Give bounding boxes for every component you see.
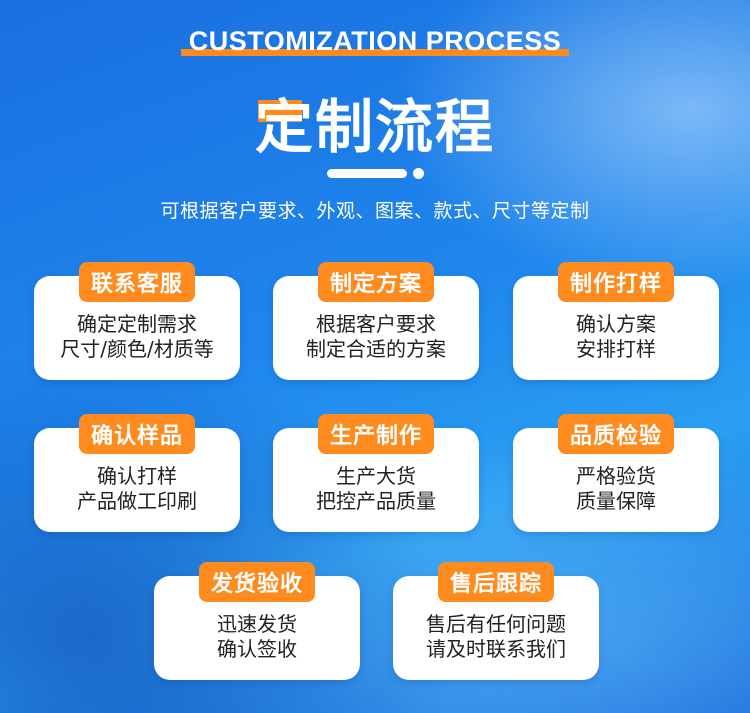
english-subtitle-text: CUSTOMIZATION PROCESS xyxy=(184,26,566,57)
step-body: 确定定制需求 尺寸/颜色/材质等 xyxy=(34,312,240,362)
step-tag: 品质检验 xyxy=(557,414,675,454)
step-card-6: 品质检验 严格验货 质量保障 xyxy=(513,414,719,532)
step-line: 质量保障 xyxy=(576,489,656,513)
step-line: 确定定制需求 xyxy=(77,312,197,336)
divider-dot xyxy=(413,168,424,179)
step-line: 制定合适的方案 xyxy=(306,337,446,361)
step-card-8: 售后跟踪 售后有任何问题 请及时联系我们 xyxy=(393,562,599,680)
step-card-3: 制作打样 确认方案 安排打样 xyxy=(513,262,719,380)
step-body: 生产大货 把控产品质量 xyxy=(273,464,479,514)
step-line: 确认签收 xyxy=(217,637,297,661)
step-card-5: 生产制作 生产大货 把控产品质量 xyxy=(273,414,479,532)
step-tag: 确认样品 xyxy=(78,414,196,454)
description: 可根据客户要求、外观、图案、款式、尺寸等定制 xyxy=(160,200,590,222)
step-card-1: 联系客服 确定定制需求 尺寸/颜色/材质等 xyxy=(34,262,240,380)
step-line: 把控产品质量 xyxy=(316,489,436,513)
title-accent-highlight xyxy=(258,100,302,122)
step-line: 尺寸/颜色/材质等 xyxy=(60,337,214,361)
step-card-2: 制定方案 根据客户要求 制定合适的方案 xyxy=(273,262,479,380)
step-line: 确认打样 xyxy=(97,464,177,488)
step-line: 安排打样 xyxy=(576,337,656,361)
step-body: 售后有任何问题 请及时联系我们 xyxy=(393,612,599,662)
step-body: 严格验货 质量保障 xyxy=(513,464,719,514)
step-line: 确认方案 xyxy=(576,312,656,336)
step-tag: 售后跟踪 xyxy=(437,562,555,602)
step-body: 确认方案 安排打样 xyxy=(513,312,719,362)
step-body: 确认打样 产品做工印刷 xyxy=(34,464,240,514)
step-line: 严格验货 xyxy=(576,464,656,488)
step-line: 生产大货 xyxy=(336,464,416,488)
step-tag: 发货验收 xyxy=(198,562,316,602)
step-line: 根据客户要求 xyxy=(316,312,436,336)
step-tag: 制作打样 xyxy=(557,262,675,302)
step-line: 售后有任何问题 xyxy=(426,612,566,636)
step-tag: 生产制作 xyxy=(317,414,435,454)
english-subtitle: CUSTOMIZATION PROCESS xyxy=(0,26,750,57)
step-line: 请及时联系我们 xyxy=(426,637,566,661)
divider-bar xyxy=(327,169,407,178)
step-line: 迅速发货 xyxy=(217,612,297,636)
step-card-7: 发货验收 迅速发货 确认签收 xyxy=(154,562,360,680)
step-body: 根据客户要求 制定合适的方案 xyxy=(273,312,479,362)
step-card-4: 确认样品 确认打样 产品做工印刷 xyxy=(34,414,240,532)
page-title: 定制流程 xyxy=(254,93,495,161)
step-tag: 联系客服 xyxy=(78,262,196,302)
step-line: 产品做工印刷 xyxy=(77,489,197,513)
step-body: 迅速发货 确认签收 xyxy=(154,612,360,662)
step-tag: 制定方案 xyxy=(317,262,435,302)
